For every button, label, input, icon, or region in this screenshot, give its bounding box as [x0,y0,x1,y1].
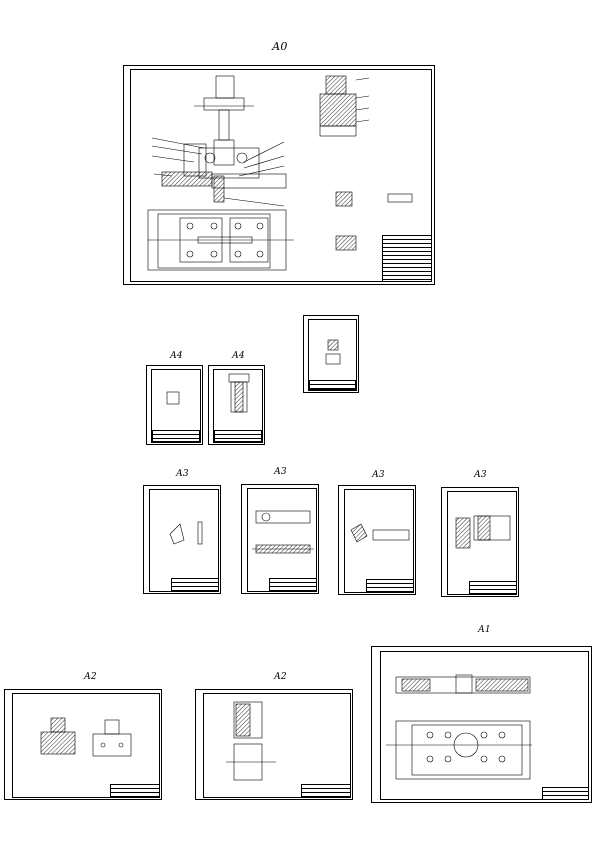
a3-2-drawing [252,510,314,554]
a0-assembly-drawing [147,75,413,271]
sheet-label-a2-right: А2 [274,672,287,682]
a4-top-drawing [325,339,341,365]
sheet-label-a4-left: А4 [170,351,183,361]
a0-title-block [382,235,432,282]
sheet-a2-right[interactable] [195,689,353,800]
a1-title-block [542,787,589,800]
a3-1-title-block [171,578,219,592]
sheet-a1-frame [380,651,589,800]
sheet-label-a3-2: А3 [274,467,287,477]
a4-right-drawing [228,373,250,413]
a4-right-title-block [214,430,262,442]
a4-left-drawing [166,391,180,405]
sheet-label-a3-1: А3 [176,469,189,479]
sheet-label-a1: А1 [478,625,491,635]
sheet-a4-top-frame [308,319,357,391]
a2-left-drawing [40,717,132,757]
sheet-a4-right[interactable] [208,365,265,445]
a3-4-drawing [455,515,511,549]
sheet-a2-left[interactable] [4,689,162,800]
sheet-a0-frame [130,69,432,282]
sheet-label-a3-3: А3 [372,470,385,480]
sheet-a3-1[interactable] [143,485,221,594]
sheet-a3-2[interactable] [241,484,319,594]
sheet-label-a3-4: А3 [474,470,487,480]
a3-4-title-block [469,581,517,595]
a3-2-title-block [269,578,317,592]
a1-drawing [386,674,532,780]
a3-3-title-block [366,579,414,593]
sheet-a4-left-frame [151,369,201,443]
sheet-label-a0: А0 [272,40,288,53]
sheet-a1[interactable] [371,646,592,803]
a2-right-drawing [226,701,276,781]
sheet-a4-top[interactable] [303,315,359,393]
sheet-a3-4[interactable] [441,487,519,597]
a3-1-drawing [169,521,203,545]
sheet-a3-3[interactable] [338,485,416,595]
sheet-a0[interactable] [123,65,435,285]
a2-left-title-block [110,784,160,798]
a4-left-title-block [152,430,200,442]
a3-3-drawing [350,523,410,543]
sheet-a2-left-frame [12,693,160,798]
sheet-a4-right-frame [213,369,263,443]
sheet-a4-left[interactable] [146,365,203,445]
sheet-label-a4-right: А4 [232,351,245,361]
a4-top-title-block [309,380,356,390]
sheet-a2-right-frame [203,693,351,798]
sheet-label-a2-left: А2 [84,672,97,682]
a2-right-title-block [301,784,351,798]
